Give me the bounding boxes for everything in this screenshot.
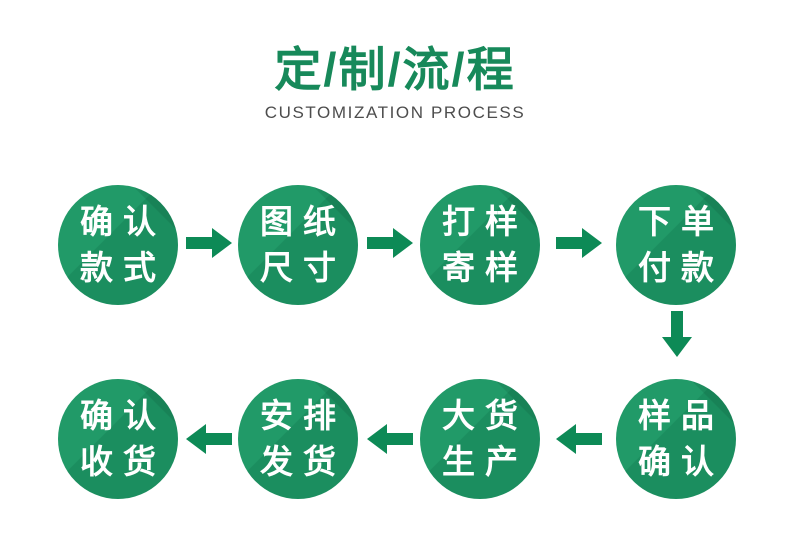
step-label-line: 发货 <box>260 443 346 480</box>
section-header: 定/制/流/程 CUSTOMIZATION PROCESS <box>0 44 790 123</box>
step-label-line: 确认 <box>638 443 724 480</box>
arrow-left-icon <box>186 423 232 455</box>
arrow-down-icon <box>661 311 693 357</box>
step-arrange-shipping: 安排 发货 <box>238 379 358 499</box>
step-label-line: 收货 <box>80 443 166 480</box>
step-sample-confirmation: 样品 确认 <box>616 379 736 499</box>
step-label-line: 样品 <box>638 397 724 434</box>
step-label-line: 下单 <box>638 203 724 240</box>
step-confirm-receipt: 确认 收货 <box>58 379 178 499</box>
step-label-line: 付款 <box>638 249 724 286</box>
step-label-line: 寄样 <box>442 249 528 286</box>
arrow-right-icon <box>186 227 232 259</box>
step-label-line: 图纸 <box>260 203 346 240</box>
step-mass-production: 大货 生产 <box>420 379 540 499</box>
step-label-line: 确认 <box>80 397 166 434</box>
page-title: 定/制/流/程 <box>274 43 516 96</box>
arrow-right-icon <box>556 227 602 259</box>
step-drawing-size: 图纸 尺寸 <box>238 185 358 305</box>
step-label-line: 尺寸 <box>260 249 346 286</box>
step-label-line: 安排 <box>260 397 346 434</box>
step-sampling-mailing: 打样 寄样 <box>420 185 540 305</box>
arrow-left-icon <box>367 423 413 455</box>
step-label-line: 生产 <box>442 443 528 480</box>
step-confirm-style: 确认 款式 <box>58 185 178 305</box>
arrow-right-icon <box>367 227 413 259</box>
page-subtitle: CUSTOMIZATION PROCESS <box>264 102 526 122</box>
step-label-line: 款式 <box>80 249 166 286</box>
step-label-line: 确认 <box>80 203 166 240</box>
step-order-payment: 下单 付款 <box>616 185 736 305</box>
arrow-left-icon <box>556 423 602 455</box>
step-label-line: 大货 <box>442 397 528 434</box>
step-label-line: 打样 <box>442 203 528 240</box>
